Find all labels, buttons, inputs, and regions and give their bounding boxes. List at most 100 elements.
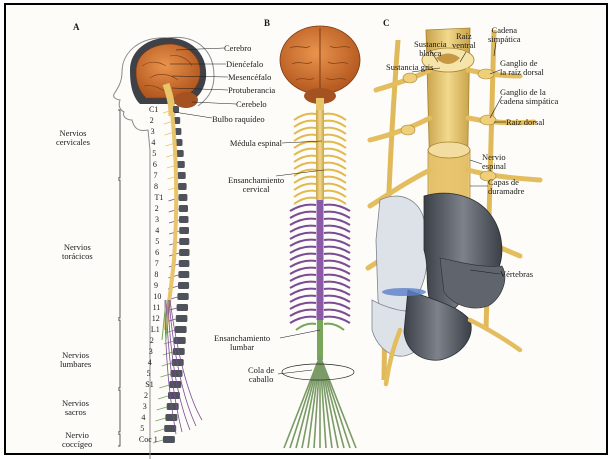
vertebra-number: 2 [150, 117, 154, 125]
vertebra-segment [179, 238, 189, 245]
nerve-branch [157, 407, 167, 410]
label-nervios-toracicos: Nervios torácicos [62, 243, 93, 261]
spinal-nerve [290, 268, 316, 274]
vertebra-number: 3 [143, 403, 147, 411]
label-bulbo-raquideo: Bulbo raquídeo [212, 115, 265, 124]
label-medula-espinal: Médula espinal [226, 139, 282, 148]
nerve-branch [159, 385, 169, 388]
vertebra-segment [165, 414, 177, 421]
spinal-nerve [324, 170, 346, 176]
spinal-nerve [324, 317, 350, 323]
label-ganglio-raiz-dorsal: Ganglio de la raíz dorsal [500, 59, 544, 77]
vertebra-number: T1 [155, 194, 164, 202]
spinal-nerve [324, 268, 350, 274]
spinal-nerve [324, 296, 350, 302]
vertebra-number: 7 [155, 260, 159, 268]
spinal-nerve [324, 212, 350, 218]
label-vertebras: Vértebras [500, 270, 533, 279]
spinal-nerve [290, 205, 316, 211]
spinal-nerve [294, 177, 316, 183]
spinal-nerve [294, 135, 316, 141]
vertebra-number: 8 [154, 183, 158, 191]
spinal-nerve [324, 142, 346, 148]
label-ensanchamiento-cervical: Ensanchamiento cervical [228, 176, 284, 194]
spinal-nerve [324, 191, 346, 197]
spinal-nerve [324, 163, 346, 169]
spinal-nerve [294, 198, 316, 204]
vertebra-number: 8 [154, 271, 158, 279]
vertebra-number: 6 [153, 161, 157, 169]
spinal-nerve [324, 261, 350, 267]
vertebra-number: 7 [154, 172, 158, 180]
panel-b-letter: B [264, 18, 270, 28]
label-nervio-coccigeo: Nervio coccígeo [62, 431, 92, 449]
vertebra-number: 10 [153, 293, 161, 301]
panel-b-drawing [280, 26, 360, 448]
vertebra-segment [178, 282, 189, 289]
nerve-branch [164, 341, 174, 344]
vertebra-segment [179, 260, 190, 267]
vertebra-number: C1 [149, 106, 158, 114]
spinal-nerve [324, 275, 350, 281]
vertebra-number: Coc 1 [139, 436, 158, 444]
spinal-nerve [290, 254, 316, 260]
spinal-nerve [324, 198, 346, 204]
label-cerebelo: Cerebelo [236, 100, 267, 109]
vertebra-segment [179, 194, 188, 201]
vertebra-number: 9 [154, 282, 158, 290]
vertebra-number: 5 [155, 238, 159, 246]
vertebra-number: 2 [144, 392, 148, 400]
vertebra-number: L1 [151, 326, 160, 334]
label-cerebro-a: Cerebro [224, 44, 251, 53]
spinal-nerve [324, 289, 350, 295]
vertebra-number: S1 [145, 381, 153, 389]
label-diencefalo: Dienćefalo [226, 60, 263, 69]
vertebra-segment [177, 304, 188, 311]
vertebra-number: 5 [152, 150, 156, 158]
label-capas-de-duramadre: Capas de duramadre [488, 178, 524, 196]
spinal-nerve [324, 303, 350, 309]
spinal-nerve [290, 303, 316, 309]
spinal-nerve [290, 212, 316, 218]
panel-c-letter: C [383, 18, 390, 28]
vertebra-segment [176, 315, 188, 322]
panel-c-drawing [368, 28, 540, 384]
spinal-nerve [324, 177, 346, 183]
spinal-nerve [324, 233, 350, 239]
vertebra-number: 5 [140, 425, 144, 433]
spinal-nerve [294, 128, 316, 134]
vertebra-segment [178, 172, 186, 179]
vertebra-segment [169, 381, 181, 388]
spinal-nerve [324, 114, 346, 120]
spinal-nerve [290, 219, 316, 225]
spinal-nerve [290, 282, 316, 288]
vertebra-segment [179, 216, 189, 223]
spinal-nerve [290, 226, 316, 232]
vertebra-number: 12 [152, 315, 160, 323]
spinal-nerve [294, 170, 316, 176]
label-mesencefalo: Mesencéfalo [228, 73, 271, 82]
spinal-nerve [324, 156, 346, 162]
spinal-nerve [294, 142, 316, 148]
spinal-nerve [294, 121, 316, 127]
spinal-nerve [324, 128, 346, 134]
spinal-nerve [294, 163, 316, 169]
vertebra-segment [176, 150, 184, 157]
group-braces [118, 110, 120, 446]
vertebra-segment [178, 183, 187, 190]
vertebra-segment [179, 227, 189, 234]
label-cola-de-caballo: Cola de caballo [248, 366, 274, 384]
spinal-nerve [290, 261, 316, 267]
label-cadena-simpatica: Cadena simpática [488, 26, 521, 44]
spinal-nerve [324, 240, 350, 246]
vertebra-segment [177, 161, 185, 168]
spinal-nerve [324, 121, 346, 127]
vertebra-number: 3 [149, 348, 153, 356]
vertebra-number: 2 [150, 337, 154, 345]
label-nervios-sacros: Nervios sacros [62, 399, 89, 417]
vertebra-number: 3 [155, 216, 159, 224]
vertebra-segment [179, 205, 188, 212]
vertebra-number: 5 [147, 370, 151, 378]
label-protuberancia: Protuberancia [228, 86, 275, 95]
spinal-nerve [290, 240, 316, 246]
